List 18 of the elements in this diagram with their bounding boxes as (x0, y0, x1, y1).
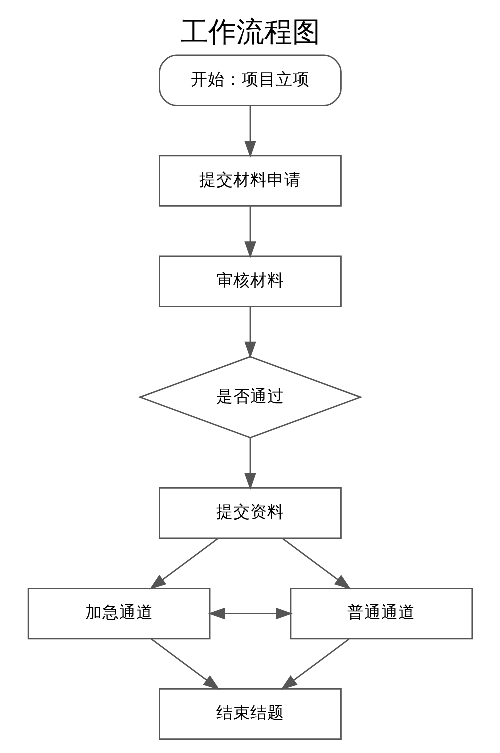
arrow (150, 638, 220, 690)
node-box: 提交材料申请 (158, 155, 342, 207)
arrow (244, 206, 256, 258)
diagram-title: 工作流程图 (180, 16, 320, 49)
arrow (244, 106, 256, 158)
node-box: 普通通道 (290, 588, 473, 640)
node-box: 提交资料 (158, 487, 342, 540)
node-box: 结束结题 (158, 688, 342, 740)
arrow (244, 306, 256, 359)
arrow (244, 438, 256, 490)
arrow (280, 638, 350, 690)
node-diamond: 是否通过 (138, 356, 362, 439)
arrow (282, 538, 351, 590)
arrow (149, 538, 218, 590)
node-box: 开始：项目立项 (158, 54, 342, 106)
node-box: 加急通道 (27, 588, 210, 640)
node-box: 审核材料 (158, 256, 342, 308)
arrow (208, 608, 292, 620)
